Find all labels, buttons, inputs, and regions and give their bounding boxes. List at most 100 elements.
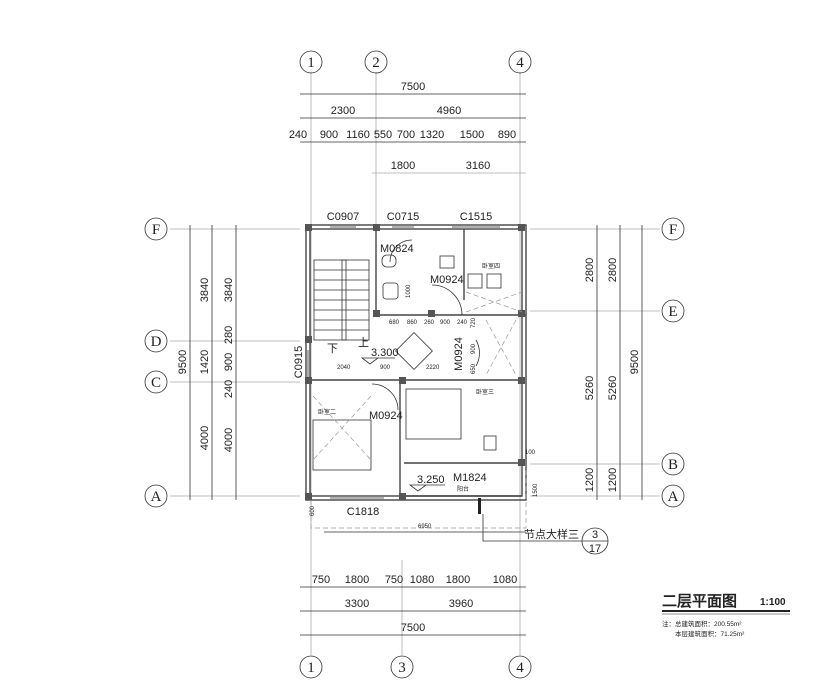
svg-text:550: 550 <box>374 129 392 141</box>
doors: M0824 M0924 M0924 M0924 M1824 <box>369 239 487 484</box>
svg-text:2300: 2300 <box>331 105 355 117</box>
axis-bubble-bottom-3: 3 <box>390 655 414 679</box>
detail-callout: 节点大样三 3 17 <box>482 514 609 555</box>
svg-text:900: 900 <box>320 129 338 141</box>
svg-text:3960: 3960 <box>449 598 473 610</box>
detail-label: 节点大样三 <box>524 527 579 541</box>
room-bedroom-2: 卧室二 <box>318 408 336 416</box>
svg-text:280: 280 <box>223 326 235 344</box>
svg-text:7500: 7500 <box>401 622 425 634</box>
svg-text:4000: 4000 <box>199 426 211 450</box>
svg-text:860: 860 <box>407 320 418 326</box>
svg-text:600: 600 <box>310 505 316 516</box>
svg-text:4960: 4960 <box>437 105 461 117</box>
svg-text:1420: 1420 <box>199 350 211 374</box>
svg-text:A: A <box>668 489 679 505</box>
svg-text:750: 750 <box>385 574 403 586</box>
svg-text:5260: 5260 <box>584 376 596 400</box>
axis-bubble-top-4: 4 <box>508 50 532 74</box>
svg-text:1000: 1000 <box>406 284 412 298</box>
door-M0924-2: M0924 <box>453 337 465 371</box>
stair-down-label: 下 <box>327 343 338 355</box>
svg-text:240: 240 <box>223 380 235 398</box>
svg-text:F: F <box>669 222 677 238</box>
svg-text:900: 900 <box>440 320 451 326</box>
axis-bubble-right-A: A <box>661 484 685 508</box>
axis-bubble-right-B: B <box>661 452 685 476</box>
svg-text:E: E <box>668 304 677 320</box>
svg-text:4: 4 <box>516 55 524 71</box>
svg-text:720: 720 <box>471 317 477 328</box>
total-area-note: 注：总建筑面积：200.55m² <box>662 619 742 628</box>
axis-bubble-bottom-4: 4 <box>508 655 532 679</box>
window-C0915: C0915 <box>293 346 305 378</box>
svg-text:4: 4 <box>516 660 524 676</box>
detail-number: 3 <box>592 529 598 541</box>
svg-text:890: 890 <box>498 129 516 141</box>
drawing-title: 二层平面图 <box>662 593 737 610</box>
svg-text:700: 700 <box>397 129 415 141</box>
windows: C0907 C0715 C1515 C0915 C1818 <box>293 211 500 518</box>
svg-text:2220: 2220 <box>426 365 440 371</box>
svg-text:1080: 1080 <box>410 574 434 586</box>
axis-bubble-left-F: F <box>144 217 168 241</box>
svg-text:A: A <box>151 489 162 505</box>
door-M0924-3: M0924 <box>369 410 403 422</box>
svg-text:9500: 9500 <box>177 350 189 374</box>
svg-text:750: 750 <box>312 574 330 586</box>
svg-text:1800: 1800 <box>345 574 369 586</box>
svg-text:240: 240 <box>457 320 468 326</box>
axis-bubble-right-E: E <box>661 299 685 323</box>
svg-text:680: 680 <box>389 320 400 326</box>
svg-text:C: C <box>151 375 161 391</box>
svg-text:2: 2 <box>372 55 380 71</box>
stair-up-label: 上 <box>358 336 369 349</box>
right-dimensions: 2800 5260 1200 2800 5260 1200 9500 <box>584 225 643 500</box>
axis-bubble-left-D: D <box>144 329 168 353</box>
svg-text:1160: 1160 <box>346 129 370 141</box>
room-bedroom-4: 卧室四 <box>482 262 500 270</box>
svg-text:2800: 2800 <box>607 258 619 282</box>
axis-bubble-right-F: F <box>661 217 685 241</box>
svg-text:2040: 2040 <box>337 365 351 371</box>
svg-text:4000: 4000 <box>223 428 235 452</box>
furniture <box>312 254 523 471</box>
svg-text:F: F <box>152 222 160 238</box>
svg-text:260: 260 <box>424 320 435 326</box>
window-C0907: C0907 <box>327 211 359 223</box>
axis-bubble-top-2: 2 <box>364 50 388 74</box>
svg-text:3: 3 <box>398 660 406 676</box>
svg-text:6950: 6950 <box>418 524 432 530</box>
door-M1824: M1824 <box>453 472 487 484</box>
svg-text:3300: 3300 <box>345 598 369 610</box>
svg-text:5260: 5260 <box>607 376 619 400</box>
svg-text:9500: 9500 <box>629 350 641 374</box>
detail-marker <box>478 498 481 514</box>
axis-lines <box>170 72 660 655</box>
svg-text:3840: 3840 <box>223 278 235 302</box>
svg-text:650: 650 <box>471 363 477 374</box>
level-mark-1: 3.300 <box>360 347 399 365</box>
walls <box>305 224 527 501</box>
top-dimensions: 7500 2300 4960 240 900 1160 550 700 1320… <box>289 81 526 174</box>
svg-text:D: D <box>151 334 162 350</box>
svg-text:1500: 1500 <box>533 483 539 497</box>
svg-text:100: 100 <box>525 450 536 456</box>
svg-text:3160: 3160 <box>466 160 490 172</box>
svg-text:2800: 2800 <box>584 258 596 282</box>
svg-text:3.250: 3.250 <box>417 474 445 486</box>
inner-dimensions: 680 860 260 900 240 2040 900 2220 720 90… <box>310 284 539 533</box>
axis-bubble-bottom-1: 1 <box>299 655 323 679</box>
svg-text:1200: 1200 <box>584 468 596 492</box>
svg-text:1500: 1500 <box>460 129 484 141</box>
svg-text:1: 1 <box>307 55 315 71</box>
svg-text:900: 900 <box>223 353 235 371</box>
svg-text:1080: 1080 <box>493 574 517 586</box>
svg-text:900: 900 <box>471 343 477 354</box>
left-dimensions: 9500 3840 1420 4000 3840 240 900 280 400… <box>177 225 237 500</box>
stair: 下 上 <box>313 259 370 355</box>
balcony-outline <box>310 466 527 529</box>
axis-bubble-left-A: A <box>144 484 168 508</box>
